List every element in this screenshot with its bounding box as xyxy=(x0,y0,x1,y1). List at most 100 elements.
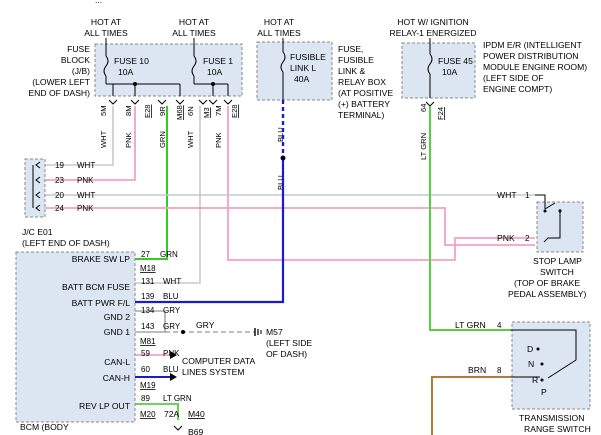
color-blu-1: BLU xyxy=(276,127,285,142)
splice-dot xyxy=(211,82,215,86)
stop-label-line1: STOP LAMP xyxy=(533,256,582,266)
fuse-block: HOT AT ALL TIMES HOT AT ALL TIMES FUSE B… xyxy=(28,17,243,105)
jc-pin-chevrons xyxy=(35,161,41,212)
fusible-side-line3: LINK & xyxy=(338,66,365,76)
jc-pin-24: 24 xyxy=(55,204,64,213)
wires xyxy=(40,100,535,435)
wire-fusible-blu xyxy=(135,158,285,304)
ground-symbol-icon xyxy=(254,328,262,336)
computer-data-line1: COMPUTER DATA xyxy=(182,356,255,366)
trans-label-line2: RANGE SWITCH xyxy=(524,424,591,434)
m40-chevron xyxy=(173,425,183,431)
fusible-side-line2: FUSIBLE xyxy=(338,55,374,65)
jc-pin-19: 19 xyxy=(55,161,64,170)
pin-5m: 5M xyxy=(99,105,108,116)
conn-e28-a: E28 xyxy=(143,104,152,118)
jc-color-24: PNK xyxy=(77,204,94,213)
conn-m81: M81 xyxy=(140,337,156,346)
splice-dot xyxy=(133,82,137,86)
bcm-pin-139: 139 xyxy=(141,292,155,301)
ipdm-side-line5: ENGINE COMPT) xyxy=(483,84,552,94)
pin-64: 64 xyxy=(419,104,428,112)
stop-label-line4: PEDAL ASSEMBLY) xyxy=(508,289,586,299)
trans-ltgrn-label: LT GRN xyxy=(455,320,486,330)
computer-data-line2: LINES SYSTEM xyxy=(182,367,245,377)
pin-6n: 6N xyxy=(186,106,195,116)
switch-contact xyxy=(543,209,547,213)
fuse-45-symbol xyxy=(427,38,433,98)
wire-5m-wht xyxy=(40,106,114,166)
fuse-1-amps: 10A xyxy=(207,67,223,77)
switch-contact xyxy=(558,209,562,213)
splice-dot-blu xyxy=(280,155,286,161)
stop-wht-label: WHT xyxy=(497,190,517,200)
jc-color-20: WHT xyxy=(77,191,95,200)
fusible-side-line5: (AT POSITIVE xyxy=(338,88,393,98)
bcm-name-line1: BCM (BODY xyxy=(20,422,69,432)
bcm-module: BRAKE SW LP 27 GRN M18 BATT BCM FUSE 131… xyxy=(15,250,192,432)
stop-lamp-switch: WHT 1 PNK 2 STOP LAMP SWITCH (TOP OF BRA… xyxy=(497,190,586,299)
splice-dot-gry xyxy=(181,330,185,334)
wire-trans-brn xyxy=(431,376,510,435)
stop-label-line3: (TOP OF BRAKE xyxy=(514,278,580,288)
fuse-1-symbol xyxy=(191,38,197,84)
bcm-pin-89: 89 xyxy=(141,394,150,403)
bcm-label-can-h: CAN-H xyxy=(103,373,130,383)
fuse-block-connector-chevrons xyxy=(108,99,233,105)
fusible-hot-line1: HOT AT xyxy=(264,17,295,27)
bcm-label-can-l: CAN-L xyxy=(104,357,130,367)
color-9r: GRN xyxy=(158,131,167,148)
fusible-label-line2: LINK L xyxy=(290,63,316,73)
fusible-link-box: HOT AT ALL TIMES FUSIBLE LINK L 40A FUSE… xyxy=(256,17,393,120)
trans-pin-8: 8 xyxy=(497,366,502,375)
can-l-arrow xyxy=(170,351,177,359)
ipdm-hot-line2: RELAY-1 ENERGIZED xyxy=(390,28,477,38)
conn-e28-b: E28 xyxy=(230,104,239,118)
m57-line1: M57 xyxy=(266,327,283,337)
stop-lamp-switch-icon xyxy=(535,194,561,243)
hot-label-1-line2: ALL TIMES xyxy=(84,28,128,38)
conn-m18: M18 xyxy=(140,264,156,273)
conn-m40: M40 xyxy=(188,409,205,419)
fuse-block-side-line4: (LOWER LEFT xyxy=(32,77,91,87)
switch-contact xyxy=(540,362,544,366)
fuse-block-side-line1: FUSE xyxy=(67,44,90,54)
bcm-label-gnd2: GND 2 xyxy=(104,312,130,322)
fusible-label-line3: 40A xyxy=(294,74,310,84)
ipdm-box-outline xyxy=(401,42,476,99)
stop-pnk-label: PNK xyxy=(497,233,515,243)
jc-color-19: WHT xyxy=(77,161,95,170)
color-64: LT GRN xyxy=(419,133,428,160)
jc-color-23: PNK xyxy=(77,176,94,185)
conn-b69: B69 xyxy=(188,427,204,435)
trans-pos-d: D xyxy=(527,344,533,354)
trans-brn-label: BRN xyxy=(468,365,486,375)
bcm-color-139: BLU xyxy=(163,292,179,301)
wire-jc24-pnk xyxy=(40,207,535,246)
bcm-pin-134: 134 xyxy=(141,306,155,315)
pin-9r: 9R xyxy=(158,106,167,116)
conn-f24: F24 xyxy=(436,107,445,120)
top-clipped-text: ... xyxy=(95,0,102,5)
jc-box xyxy=(24,158,46,218)
hot-label-1-line1: HOT AT xyxy=(91,17,122,27)
hot-label-2-line2: ALL TIMES xyxy=(172,28,216,38)
bcm-label-brake: BRAKE SW LP xyxy=(72,254,131,264)
fusible-side-line4: RELAY BOX xyxy=(338,77,386,87)
trans-pos-n: N xyxy=(528,359,534,369)
color-6n: WHT xyxy=(186,130,195,148)
bcm-label-rev: REV LP OUT xyxy=(79,401,131,411)
bcm-label-batt-fuse: BATT BCM FUSE xyxy=(62,282,130,292)
wire-rev-ltgrn xyxy=(135,403,179,420)
fusible-side-line1: FUSE, xyxy=(338,44,363,54)
bcm-color-27: GRN xyxy=(160,250,178,259)
junction-connector: 19 WHT 23 PNK 20 WHT 24 PNK J/C E01 (LEF… xyxy=(22,158,110,248)
wire-gnd-gry xyxy=(135,310,166,333)
fusible-label-line1: FUSIBLE xyxy=(290,52,326,62)
jc-pin-20: 20 xyxy=(55,191,64,200)
trans-label-line1: TRANSMISSION xyxy=(519,413,584,423)
trans-box xyxy=(511,321,591,410)
bcm-pin-143: 143 xyxy=(141,322,155,331)
transmission-range-switch: LT GRN 4 BRN 8 D N R P TRANSMISSION RANG… xyxy=(455,320,591,434)
color-7m: PNK xyxy=(214,132,223,148)
